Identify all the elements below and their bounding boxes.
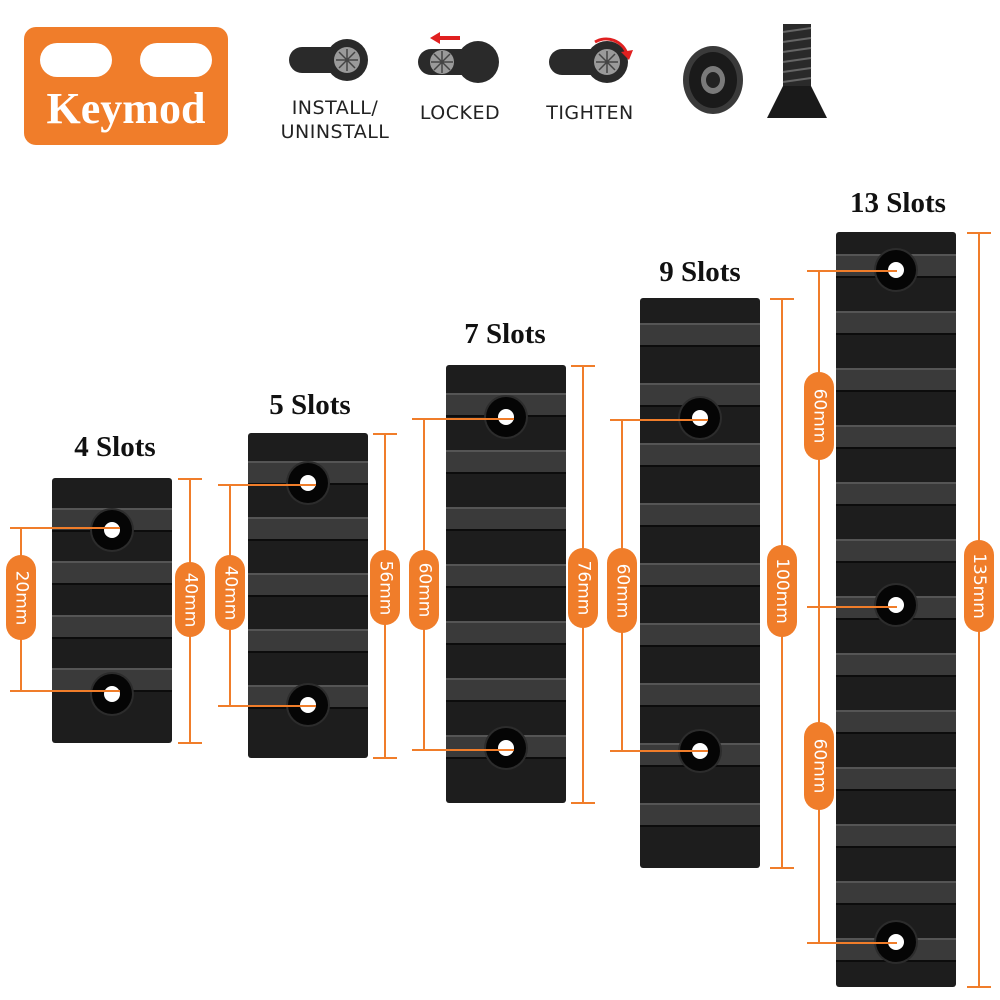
- keymod-locked-arrow-icon: [418, 32, 499, 83]
- rail-9-spacing-badge: 60mm: [607, 548, 637, 633]
- keymod-logo: Keymod: [24, 27, 228, 145]
- mounting-hole: [92, 510, 132, 550]
- keyhole-right-icon: [140, 43, 212, 77]
- rail-7-length-badge: 76mm: [568, 548, 598, 628]
- rail-4-length-badge: 40mm: [175, 562, 205, 637]
- rail-7-title: 7 Slots: [464, 318, 546, 350]
- keyhole-left-icon: [40, 43, 112, 77]
- rail-13-title: 13 Slots: [850, 187, 946, 219]
- screw-icon: [767, 24, 827, 118]
- keymod-tighten-rotate-icon: [549, 37, 633, 83]
- keymod-slot-screw-icon: [289, 39, 368, 81]
- rail-13-spacing-badge-lower: 60mm: [804, 722, 834, 810]
- mounting-hole: [680, 398, 720, 438]
- rail-4-title: 4 Slots: [74, 431, 156, 463]
- rail-4-spacing-badge: 20mm: [6, 555, 36, 640]
- rail-9-slot: [640, 298, 760, 868]
- mounting-hole: [92, 674, 132, 714]
- rail-5-title: 5 Slots: [269, 389, 351, 421]
- logo-text: Keymod: [46, 84, 206, 133]
- step-tighten-label: TIGHTEN: [546, 102, 634, 124]
- rail-5-spacing-badge: 40mm: [215, 555, 245, 630]
- t-nut-icon: [683, 46, 743, 114]
- rail-13-spacing-badge-upper: 60mm: [804, 372, 834, 460]
- step-locked-label: LOCKED: [419, 102, 501, 124]
- rail-9-title: 9 Slots: [659, 256, 741, 288]
- rail-9-length-badge: 100mm: [767, 545, 797, 637]
- rail-4-slot: [52, 478, 172, 743]
- rail-13-slot: [836, 232, 956, 987]
- rail-7-spacing-badge: 60mm: [409, 550, 439, 630]
- rail-13-length-badge: 135mm: [964, 540, 994, 632]
- rail-7-slot: [446, 365, 566, 803]
- mounting-hole: [486, 397, 526, 437]
- rail-5-length-badge: 56mm: [370, 550, 400, 625]
- step-install-label: INSTALL/ UNINSTALL: [280, 97, 390, 143]
- rail-5-slot: [248, 433, 368, 758]
- mounting-hole: [876, 585, 916, 625]
- mounting-hole: [486, 728, 526, 768]
- mounting-hole: [288, 463, 328, 503]
